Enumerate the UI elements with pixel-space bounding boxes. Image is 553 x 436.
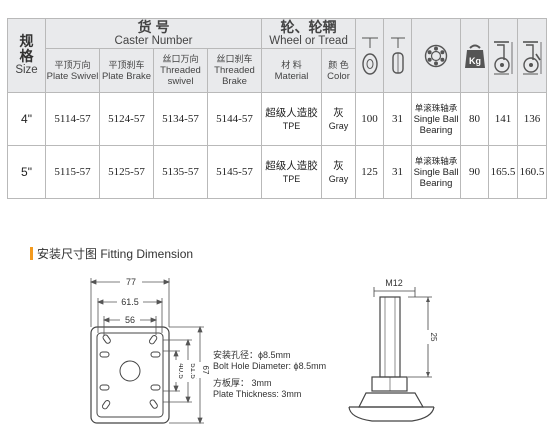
svg-text:Kg: Kg	[469, 56, 481, 66]
label-bg	[423, 330, 433, 344]
diameter-cell: 125	[355, 145, 385, 199]
load-cell: 80	[460, 92, 490, 146]
label-bg	[117, 296, 143, 307]
material-cell: 超级人造胶 TPE	[261, 92, 323, 146]
color-header: 颜 色 Color	[321, 48, 357, 93]
bearing-cell: 单滚珠轴承 Single Ball Bearing	[411, 92, 462, 146]
plate-thickness-cn: 方板厚： 3mm	[213, 378, 272, 388]
swivel-height-icon-cell	[488, 18, 519, 93]
height-brake-cell: 136	[517, 92, 548, 146]
threaded-brake-cell: 5144-57	[206, 92, 263, 146]
table-row: 5" 5115-57 5125-57 5135-57 5145-57 超级人造胶…	[7, 145, 548, 199]
dim-51-label: 51.5	[189, 363, 198, 379]
load-weight-icon: Kg	[464, 44, 485, 68]
threaded-brake-header: 丝口刹车 Threaded Brake	[206, 48, 263, 93]
bearing-icon-cell	[411, 18, 462, 93]
plate-thickness-en: Plate Thickness: 3mm	[213, 389, 302, 399]
wheel-tread-header: 轮、轮辋 Wheel or Tread	[261, 18, 357, 49]
thread-length-label: 25	[429, 333, 438, 342]
load-weight-icon-cell: Kg	[460, 18, 490, 93]
load-cell: 90	[460, 145, 490, 199]
hole-diameter-en: Bolt Hole Diameter: ϕ8.5mm	[213, 361, 327, 371]
color-cell: 灰 Gray	[321, 92, 357, 146]
dim-40-label: 40.5	[177, 363, 186, 379]
height-swivel-cell: 165.5	[488, 145, 519, 199]
plate-swivel-cell: 5115-57	[45, 145, 100, 199]
plate-swivel-cell: 5114-57	[45, 92, 100, 146]
size-header: 规 格 Size	[7, 18, 46, 93]
dim-77-label: 77	[126, 277, 136, 287]
thread-size-label: M12	[385, 278, 403, 288]
accent-bar	[30, 247, 33, 260]
width-cell: 31	[383, 145, 413, 199]
wheel-width-icon-cell	[383, 18, 413, 93]
table-row: 4" 5114-57 5124-57 5134-57 5144-57 超级人造胶…	[7, 92, 548, 146]
size-cell: 5"	[7, 145, 46, 199]
threaded-swivel-cell: 5135-57	[153, 145, 208, 199]
wheel-diameter-icon-cell	[355, 18, 385, 93]
threaded-swivel-header: 丝口万向 Threaded swivel	[153, 48, 208, 93]
dim-61-label: 61.5	[121, 297, 139, 307]
brake-height-icon	[523, 40, 542, 74]
label-bg	[171, 360, 181, 382]
color-cell: 灰 Gray	[321, 145, 357, 199]
mounting-plate-drawing	[90, 326, 170, 424]
wheel-diameter-icon	[361, 37, 378, 75]
threaded-stem-drawing	[348, 287, 435, 422]
material-header: 材 料 Material	[261, 48, 323, 93]
hole-diameter-cn: 安装孔径：ϕ8.5mm	[213, 350, 291, 360]
plate-swivel-header: 平顶万向 Plate Swivel	[45, 48, 100, 93]
spec-table: 规 格 Size 货 号 Caster Number 轮、轮辋 Wheel or…	[7, 18, 548, 199]
label-bg	[120, 314, 140, 325]
bearing-icon	[424, 44, 448, 67]
wheel-width-icon	[390, 37, 405, 74]
label-bg	[183, 360, 193, 382]
dim-56-label: 56	[125, 315, 135, 325]
label-bg	[195, 362, 205, 378]
threaded-brake-cell: 5145-57	[206, 145, 263, 199]
size-cell: 4"	[7, 92, 46, 146]
dim-67-label: 67	[201, 366, 210, 375]
height-brake-cell: 160.5	[517, 145, 548, 199]
swivel-height-icon	[494, 40, 513, 74]
material-cell: 超级人造胶 TPE	[261, 145, 323, 199]
threaded-swivel-cell: 5134-57	[153, 92, 208, 146]
brake-height-icon-cell	[517, 18, 548, 93]
fitting-dimension-title: 安装尺寸图 Fitting Dimension	[30, 245, 193, 262]
label-bg	[120, 276, 142, 287]
caster-number-header: 货 号 Caster Number	[44, 18, 263, 49]
width-cell: 31	[383, 92, 413, 146]
fitting-notes: 安装孔径：ϕ8.5mm Bolt Hole Diameter: ϕ8.5mm 方…	[213, 350, 326, 400]
